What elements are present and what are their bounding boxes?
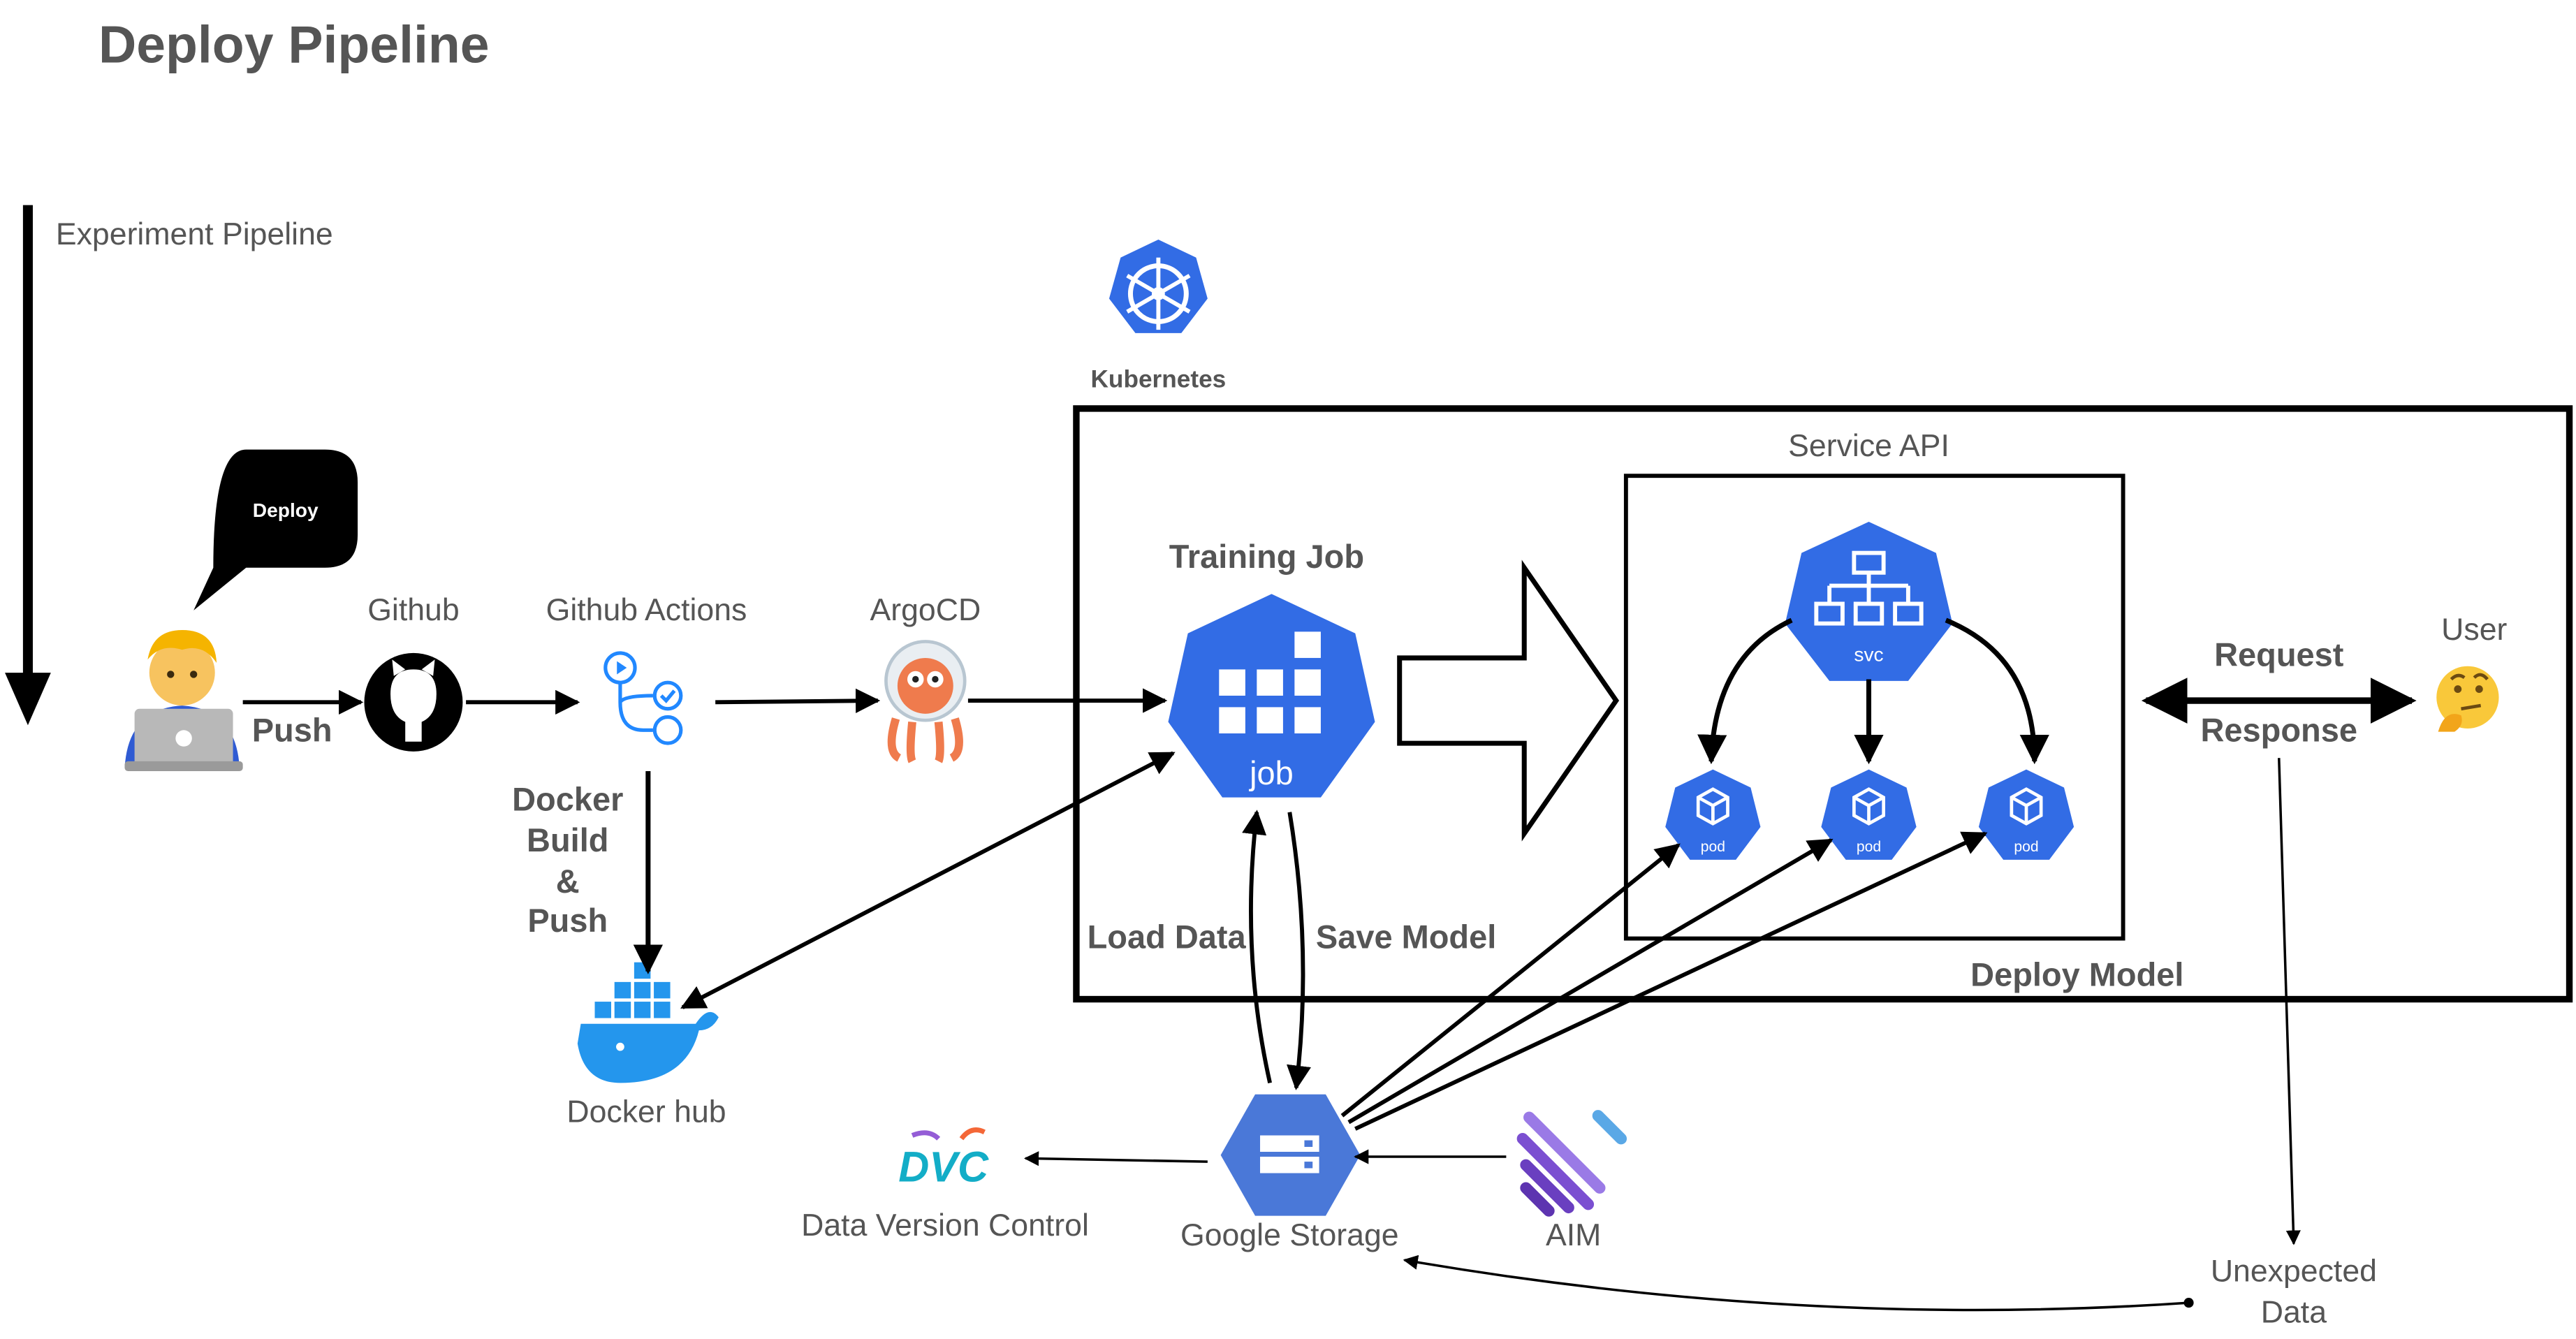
training-job-label: Training Job [1169,538,1364,575]
edge-svc-pod [1697,617,1793,765]
edge-storage-pod [1347,838,1834,1125]
dvc-logo-text: DVC [898,1143,989,1190]
docker-build-label-1: Docker [512,780,623,817]
github-actions-icon [603,651,683,745]
deploy-flow-arrow [1397,559,1620,842]
service-api-box [1623,474,2125,941]
dvc-label: Data Version Control [801,1208,1089,1243]
edge-docker-job [680,751,1176,1009]
pod-icon [1978,769,2074,860]
github-label: Github [367,593,459,627]
svc-icon-label: svc [1854,643,1883,666]
experiment-pipeline-arrow [5,205,51,726]
request-label: Request [2214,636,2344,673]
job-icon-label: job [1248,754,1294,791]
push-label: Push [252,712,332,749]
pod-label: pod [1857,839,1881,855]
deploy-model-label: Deploy Model [1970,956,2183,993]
docker-build-label-2: Build [527,821,608,858]
edge-unexpected-storage [1403,1254,2189,1312]
edge-load-data [1242,810,1272,1083]
svc-icon [1785,521,1953,681]
experiment-pipeline-label: Experiment Pipeline [56,217,333,251]
job-icon [1168,594,1375,798]
user-thinking-icon [2436,666,2499,732]
save-model-label: Save Model [1316,919,1496,956]
unexpected-data-label-2: Data [2261,1295,2327,1329]
developer-icon [124,630,243,772]
edge-svc-pod [1945,617,2049,765]
docker-build-label-4: Push [527,902,608,939]
edge-storage-pod [1354,831,1988,1131]
bubble-text: Deploy [253,499,319,521]
docker-hub-label: Docker hub [566,1095,726,1129]
google-storage-icon [1220,1094,1361,1216]
pod-icon [1665,769,1761,860]
edge-save-model [1287,812,1311,1090]
load-data-label: Load Data [1088,919,1247,956]
user-label: User [2441,613,2507,647]
aim-icon [1516,1110,1627,1217]
pod-label: pod [2014,839,2038,855]
github-icon [364,652,463,752]
aim-label: AIM [1546,1218,1601,1252]
page-title: Deploy Pipeline [98,15,490,73]
github-actions-label: Github Actions [546,593,747,627]
pod-icon [1821,769,1917,860]
response-label: Response [2201,712,2357,749]
pod-label: pod [1701,839,1725,855]
edge-unexpected-data [2278,758,2301,1245]
kubernetes-label: Kubernetes [1091,365,1227,393]
dvc-icon [911,1127,986,1141]
edge-storage-dvc [1024,1151,1208,1166]
docker-build-label-3: & [556,863,580,900]
google-storage-label: Google Storage [1180,1218,1399,1252]
unexpected-data-dot [2183,1298,2194,1308]
deploy-speech-bubble [193,449,358,610]
service-api-label: Service API [1788,429,1949,463]
argocd-icon [884,640,967,763]
argocd-label: ArgoCD [870,593,981,627]
docker-icon [577,960,719,1083]
edge-argocd [715,688,881,713]
kubernetes-icon [1108,239,1208,333]
edge-storage-pod [1340,843,1681,1118]
unexpected-data-label-1: Unexpected [2211,1254,2377,1289]
kubernetes-cluster-box [1073,405,2573,1003]
